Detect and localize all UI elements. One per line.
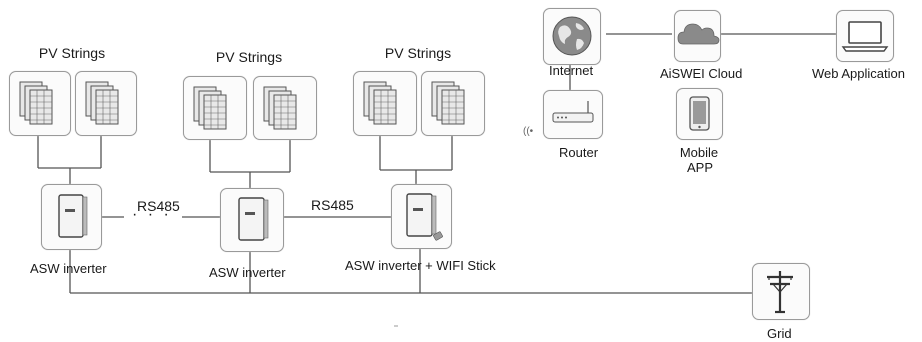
cloud-tile	[674, 10, 721, 62]
internet-label: Internet	[549, 63, 594, 78]
solar-panel-icon	[263, 86, 297, 130]
laptop-icon	[841, 21, 889, 52]
mobile-app-label: APP	[686, 160, 714, 175]
pv-panel-tile	[353, 71, 417, 136]
grid-tile	[752, 263, 810, 320]
mobile-label: Mobile	[679, 145, 719, 160]
wifi-signal-icon: ((•	[523, 126, 534, 137]
solar-panel-icon	[431, 81, 465, 125]
pv-panel-tile	[183, 76, 247, 140]
rs485-label: RS485	[311, 197, 354, 213]
internet-tile	[543, 8, 601, 65]
rs485-label: RS485	[137, 198, 180, 214]
pv-panel-tile	[9, 71, 71, 136]
inverter-tile	[220, 188, 284, 252]
rs485-ellipsis: · · ·	[132, 206, 172, 223]
router-tile	[543, 90, 603, 139]
pv-strings-label: PV Strings	[215, 49, 283, 65]
pv-strings-label: PV Strings	[38, 45, 106, 61]
inverter-wifi-label: ASW inverter + WIFI Stick	[345, 258, 496, 273]
inverter-icon	[58, 194, 88, 238]
pv-strings-label: PV Strings	[384, 45, 452, 61]
web-app-tile	[836, 10, 894, 62]
solar-panel-icon	[193, 86, 227, 130]
inverter-icon	[406, 193, 443, 241]
cloud-icon	[677, 23, 720, 45]
smartphone-icon	[689, 96, 710, 131]
router-icon	[552, 101, 594, 123]
inverter-label: ASW inverter	[30, 261, 107, 276]
pv-panel-tile	[75, 71, 137, 136]
solar-panel-icon	[19, 81, 53, 125]
cloud-label: AiSWEI Cloud	[660, 66, 743, 81]
solar-panel-icon	[85, 81, 119, 125]
mobile-tile	[676, 88, 723, 140]
web-app-label: Web Application	[812, 66, 905, 81]
inverter-tile	[391, 184, 452, 249]
pv-panel-tile	[253, 76, 317, 140]
inverter-label: ASW inverter	[209, 265, 286, 280]
power-pole-icon	[767, 271, 793, 314]
inverter-tile	[41, 184, 102, 250]
solar-panel-icon	[363, 81, 397, 125]
globe-icon	[552, 16, 592, 56]
wifi-stick-icon	[433, 231, 443, 241]
router-label: Router	[559, 145, 599, 160]
inverter-icon	[238, 197, 269, 241]
grid-label: Grid	[767, 326, 792, 341]
pv-panel-tile	[421, 71, 485, 136]
